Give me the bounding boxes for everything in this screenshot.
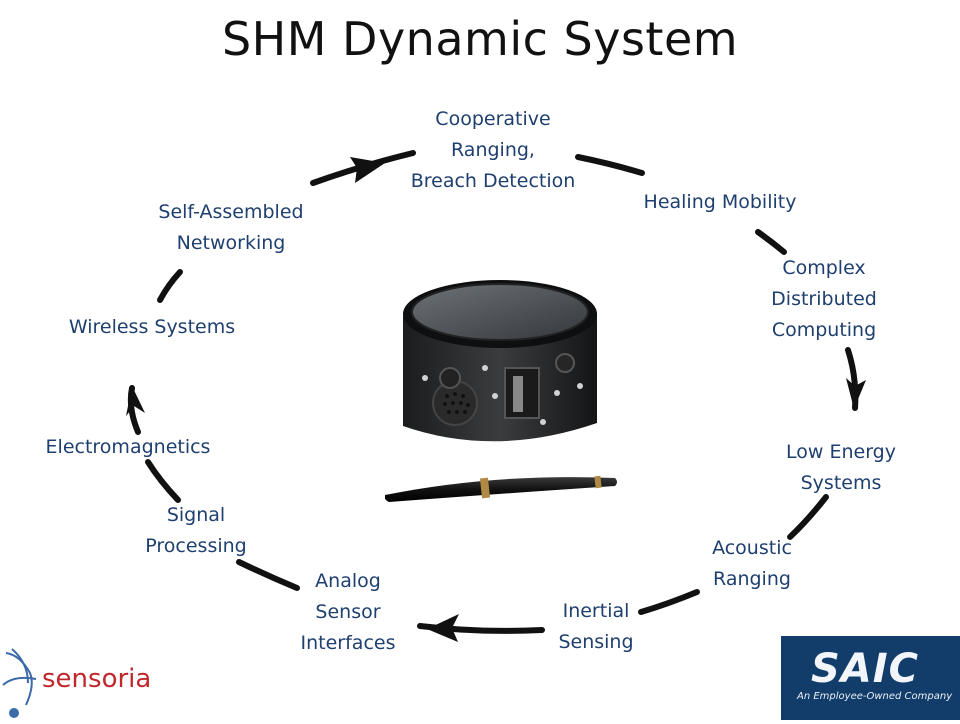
page-title: SHM Dynamic System	[221, 12, 739, 66]
saic-wordmark: SAIC	[811, 646, 920, 692]
saic-tagline: An Employee-Owned Company	[797, 691, 953, 702]
cycle-segment	[157, 269, 183, 303]
sensoria-swoosh-icon	[5, 652, 33, 706]
saic-logo: SAIC An Employee-Owned Company	[781, 636, 960, 720]
arrow-head	[846, 378, 866, 409]
sensoria-logo: sensoria	[0, 645, 175, 720]
sensor-node-image	[385, 280, 617, 502]
cycle-segment	[787, 494, 829, 540]
cycle-segment	[236, 559, 300, 591]
cycle-segment	[755, 229, 787, 255]
node-electromagnetics: Electromagnetics	[45, 436, 211, 458]
node-healing-mobility: Healing Mobility	[643, 191, 797, 213]
node-wireless-systems: Wireless Systems	[68, 316, 236, 338]
arrow-head	[427, 614, 459, 642]
cycle-segment	[145, 459, 181, 503]
arrow-head	[126, 386, 145, 416]
arrow-head	[350, 157, 385, 183]
sensoria-wordmark: sensoria	[42, 664, 151, 694]
cycle-segment	[638, 589, 700, 615]
cycle-segment	[575, 154, 645, 176]
